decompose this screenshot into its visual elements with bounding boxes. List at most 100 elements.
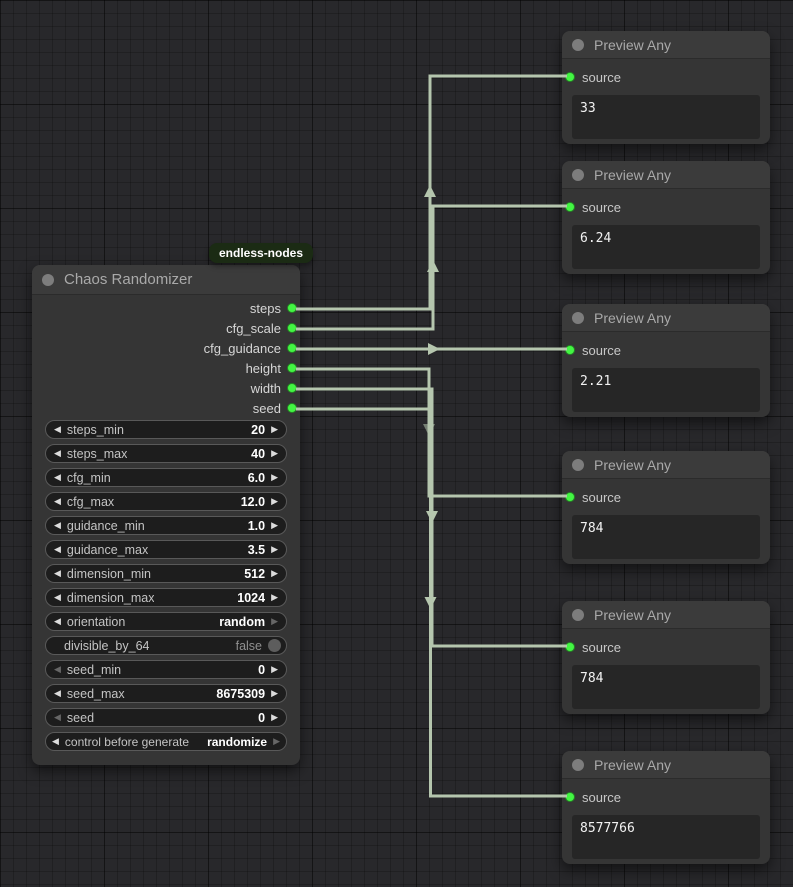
node-header[interactable]: Preview Any <box>562 31 770 59</box>
decrement-arrow-icon[interactable]: ◀ <box>54 712 61 722</box>
decrement-arrow-icon[interactable]: ◀ <box>54 568 61 578</box>
collapse-dot-icon[interactable] <box>572 311 584 324</box>
toggle-knob-icon[interactable] <box>268 639 281 652</box>
collapse-dot-icon[interactable] <box>572 168 584 181</box>
increment-arrow-icon[interactable]: ▶ <box>271 472 278 482</box>
collapse-dot-icon[interactable] <box>572 38 584 51</box>
decrement-arrow-icon[interactable]: ◀ <box>54 592 61 602</box>
increment-arrow-icon[interactable]: ▶ <box>273 736 280 746</box>
widget-seed[interactable]: ◀ seed 0 ▶ <box>45 708 287 727</box>
widget-guidance-min[interactable]: ◀ guidance_min 1.0 ▶ <box>45 516 287 535</box>
increment-arrow-icon[interactable]: ▶ <box>271 664 278 674</box>
node-title: Preview Any <box>594 309 672 326</box>
increment-arrow-icon[interactable]: ▶ <box>271 496 278 506</box>
node-preview-any-1[interactable]: Preview Any source 33 <box>562 31 770 144</box>
decrement-arrow-icon[interactable]: ◀ <box>54 472 61 482</box>
node-preview-any-4[interactable]: Preview Any source 784 <box>562 451 770 564</box>
decrement-arrow-icon[interactable]: ◀ <box>54 424 61 434</box>
node-chaos-randomizer[interactable]: Chaos Randomizer steps cfg_scale cfg_gui… <box>32 265 300 765</box>
output-dot-icon[interactable] <box>287 383 297 393</box>
node-preview-any-5[interactable]: Preview Any source 784 <box>562 601 770 714</box>
output-slot-steps[interactable]: steps <box>32 298 300 318</box>
increment-arrow-icon[interactable]: ▶ <box>271 688 278 698</box>
decrement-arrow-icon[interactable]: ◀ <box>54 688 61 698</box>
node-header[interactable]: Chaos Randomizer <box>32 265 300 295</box>
widget-dimension-max[interactable]: ◀ dimension_max 1024 ▶ <box>45 588 287 607</box>
decrement-arrow-icon[interactable]: ◀ <box>54 448 61 458</box>
input-slot-source[interactable]: source <box>562 629 770 657</box>
link-seed-to-preview-6 <box>296 407 567 798</box>
node-title: Preview Any <box>594 456 672 473</box>
input-dot-icon[interactable] <box>565 72 575 82</box>
collapse-dot-icon[interactable] <box>42 273 54 286</box>
node-header[interactable]: Preview Any <box>562 601 770 629</box>
input-slot-source[interactable]: source <box>562 332 770 360</box>
input-slot-source[interactable]: source <box>562 779 770 807</box>
node-header[interactable]: Preview Any <box>562 161 770 189</box>
widget-dimension-min[interactable]: ◀ dimension_min 512 ▶ <box>45 564 287 583</box>
output-dot-icon[interactable] <box>287 343 297 353</box>
widget-seed-max[interactable]: ◀ seed_max 8675309 ▶ <box>45 684 287 703</box>
preview-value[interactable]: 6.24 <box>572 225 760 269</box>
input-slot-source[interactable]: source <box>562 189 770 217</box>
collapse-dot-icon[interactable] <box>572 458 584 471</box>
arrow-down-icon <box>424 597 437 609</box>
increment-arrow-icon[interactable]: ▶ <box>271 592 278 602</box>
node-header[interactable]: Preview Any <box>562 751 770 779</box>
output-slot-cfg-scale[interactable]: cfg_scale <box>32 318 300 338</box>
widget-steps-min[interactable]: ◀ steps_min 20 ▶ <box>45 420 287 439</box>
input-dot-icon[interactable] <box>565 345 575 355</box>
node-preview-any-6[interactable]: Preview Any source 8577766 <box>562 751 770 864</box>
decrement-arrow-icon[interactable]: ◀ <box>54 520 61 530</box>
node-preview-any-3[interactable]: Preview Any source 2.21 <box>562 304 770 417</box>
decrement-arrow-icon[interactable]: ◀ <box>54 664 61 674</box>
link-width-to-preview-5 <box>296 387 567 648</box>
preview-value[interactable]: 33 <box>572 95 760 139</box>
output-slot-cfg-guidance[interactable]: cfg_guidance <box>32 338 300 358</box>
widget-divisible-by-64[interactable]: divisible_by_64 false <box>45 636 287 655</box>
output-slot-seed[interactable]: seed <box>32 398 300 418</box>
arrow-down-icon <box>426 511 438 523</box>
widget-cfg-max[interactable]: ◀ cfg_max 12.0 ▶ <box>45 492 287 511</box>
widget-seed-min[interactable]: ◀ seed_min 0 ▶ <box>45 660 287 679</box>
widget-cfg-min[interactable]: ◀ cfg_min 6.0 ▶ <box>45 468 287 487</box>
arrow-down-icon <box>423 424 435 436</box>
widget-control-before-generate[interactable]: ◀ control before generate randomize ▶ <box>45 732 287 751</box>
node-header[interactable]: Preview Any <box>562 304 770 332</box>
widget-orientation[interactable]: ◀ orientation random ▶ <box>45 612 287 631</box>
widget-guidance-max[interactable]: ◀ guidance_max 3.5 ▶ <box>45 540 287 559</box>
collapse-dot-icon[interactable] <box>572 608 584 621</box>
decrement-arrow-icon[interactable]: ◀ <box>52 736 59 746</box>
preview-value[interactable]: 784 <box>572 515 760 559</box>
output-dot-icon[interactable] <box>287 403 297 413</box>
output-slot-height[interactable]: height <box>32 358 300 378</box>
increment-arrow-icon[interactable]: ▶ <box>271 520 278 530</box>
preview-value[interactable]: 2.21 <box>572 368 760 412</box>
decrement-arrow-icon[interactable]: ◀ <box>54 544 61 554</box>
increment-arrow-icon[interactable]: ▶ <box>271 448 278 458</box>
increment-arrow-icon[interactable]: ▶ <box>271 544 278 554</box>
input-dot-icon[interactable] <box>565 792 575 802</box>
link-cfg-scale-to-preview-2 <box>296 204 567 331</box>
increment-arrow-icon[interactable]: ▶ <box>271 616 278 626</box>
output-dot-icon[interactable] <box>287 363 297 373</box>
node-header[interactable]: Preview Any <box>562 451 770 479</box>
input-dot-icon[interactable] <box>565 642 575 652</box>
increment-arrow-icon[interactable]: ▶ <box>271 712 278 722</box>
node-preview-any-2[interactable]: Preview Any source 6.24 <box>562 161 770 274</box>
preview-value[interactable]: 784 <box>572 665 760 709</box>
increment-arrow-icon[interactable]: ▶ <box>271 568 278 578</box>
widget-steps-max[interactable]: ◀ steps_max 40 ▶ <box>45 444 287 463</box>
collapse-dot-icon[interactable] <box>572 758 584 771</box>
output-slot-width[interactable]: width <box>32 378 300 398</box>
input-dot-icon[interactable] <box>565 202 575 212</box>
input-dot-icon[interactable] <box>565 492 575 502</box>
increment-arrow-icon[interactable]: ▶ <box>271 424 278 434</box>
decrement-arrow-icon[interactable]: ◀ <box>54 496 61 506</box>
decrement-arrow-icon[interactable]: ◀ <box>54 616 61 626</box>
preview-value[interactable]: 8577766 <box>572 815 760 859</box>
input-slot-source[interactable]: source <box>562 59 770 87</box>
output-dot-icon[interactable] <box>287 323 297 333</box>
output-dot-icon[interactable] <box>287 303 297 313</box>
input-slot-source[interactable]: source <box>562 479 770 507</box>
